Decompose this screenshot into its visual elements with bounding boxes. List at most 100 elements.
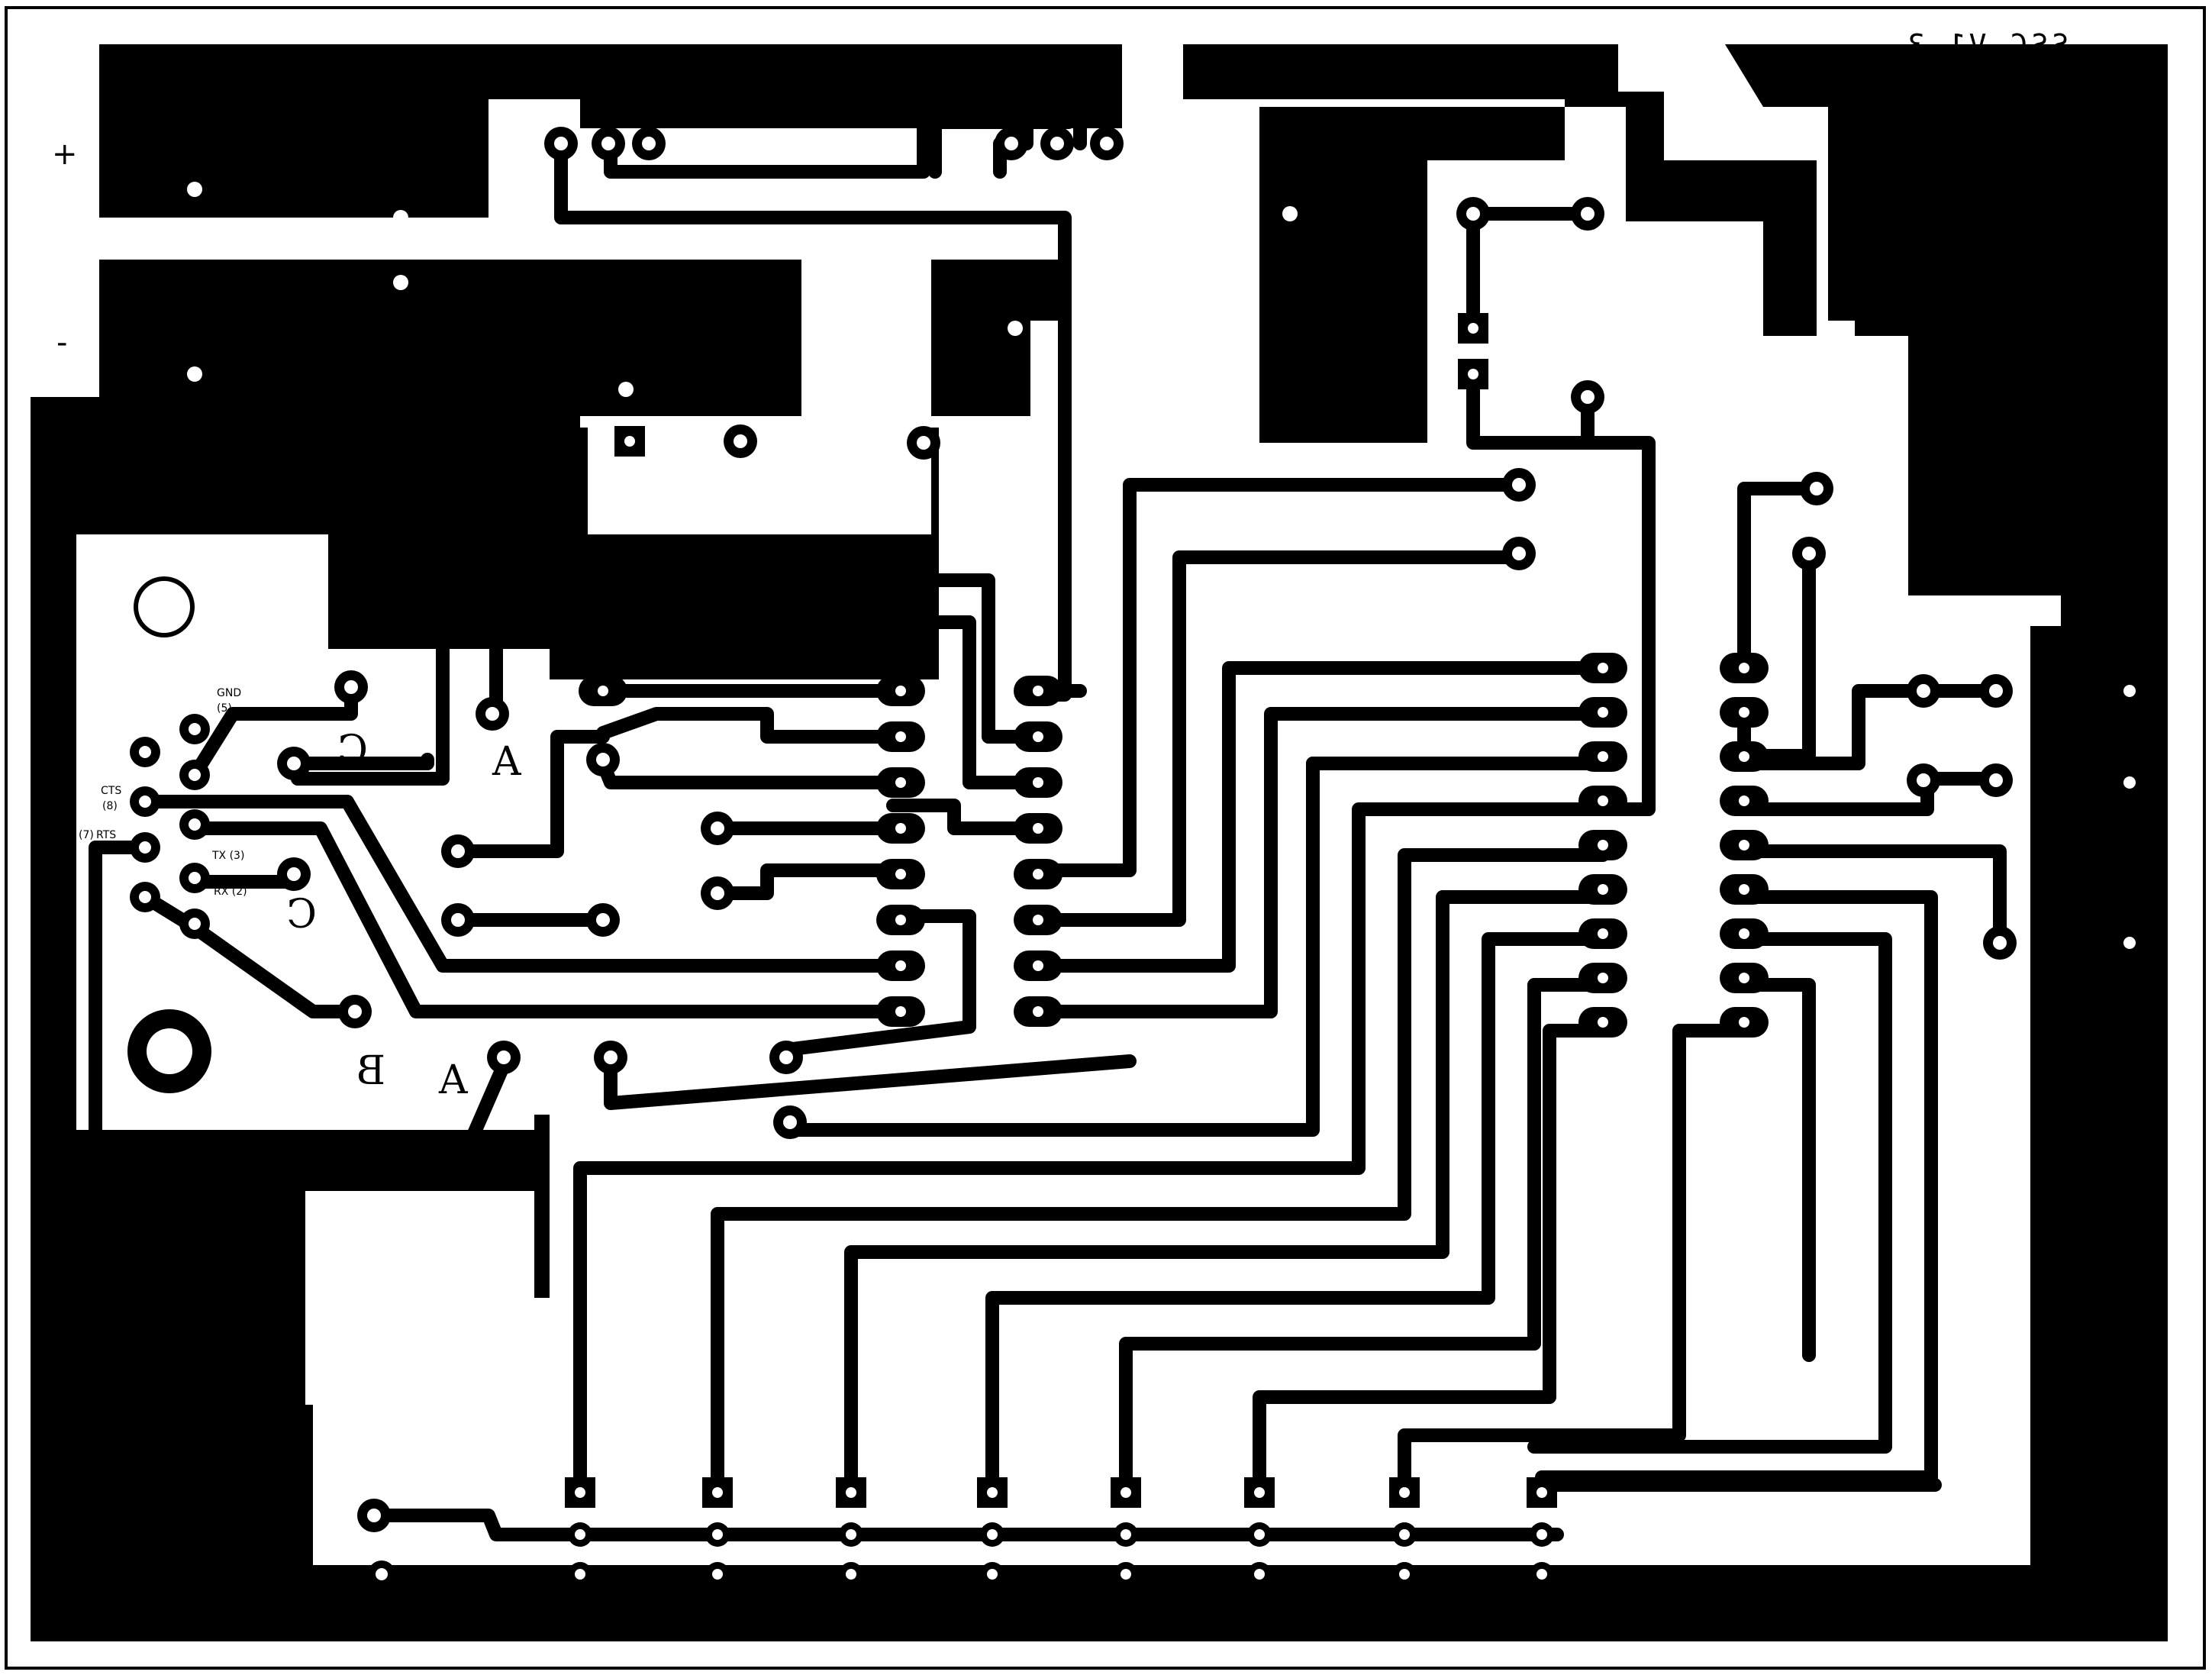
pad-hole	[451, 913, 465, 927]
pad-hole	[189, 723, 201, 735]
pad-hole	[1536, 1529, 1547, 1540]
trace-chip1-10	[192, 821, 908, 1018]
via-hole	[1282, 206, 1298, 221]
pad-hole	[1598, 973, 1608, 983]
pad-hole	[554, 137, 568, 150]
pad-hole	[139, 746, 151, 758]
pour-upper-wedge	[1725, 44, 2168, 107]
pad-hole	[138, 581, 190, 633]
pad-hole	[642, 137, 656, 150]
pad-hole	[575, 1569, 585, 1580]
clearance-header-row	[550, 1519, 2030, 1565]
pad-hole	[575, 1487, 585, 1498]
pad-hole	[846, 1487, 856, 1498]
pad-hole	[895, 960, 906, 971]
pad-hole	[1121, 1569, 1131, 1580]
pour-right-side	[2030, 626, 2168, 1641]
trace-p2-5	[1737, 844, 2007, 946]
pad-hole	[485, 707, 499, 721]
trace-p2-1	[1737, 482, 1823, 675]
pad-hole	[712, 1487, 723, 1498]
pad-hole	[987, 1569, 998, 1580]
pad-hole	[1254, 1487, 1265, 1498]
pads	[127, 127, 2143, 1588]
trace-bl	[367, 1509, 1564, 1541]
trace-bus-2	[291, 573, 1045, 786]
pour-lower-left	[31, 1130, 550, 1641]
pad-hole	[189, 769, 201, 781]
trace-chip-r1	[1031, 661, 1610, 973]
power-plus-label: +	[52, 137, 78, 172]
trace-r2	[1031, 550, 1526, 927]
trace-reg2-b	[928, 89, 1033, 179]
pad-hole	[1512, 547, 1526, 560]
pad-hole	[1598, 663, 1608, 673]
pad-hole	[287, 757, 301, 770]
pad-hole	[1399, 1529, 1410, 1540]
pin-label-rx: RX (2)	[214, 886, 247, 898]
credit-line3: HVLabs.com	[1863, 120, 2069, 153]
pad-hole	[1512, 478, 1526, 492]
jumper-label-b-top: B	[362, 612, 391, 657]
trace-chip-r5	[711, 848, 1610, 1503]
pad-hole	[575, 1529, 585, 1540]
pad-hole	[601, 137, 615, 150]
pad-hole	[1033, 686, 1043, 696]
pad-hole	[598, 686, 608, 696]
pad-hole	[189, 918, 201, 930]
pad-hole	[1033, 915, 1043, 925]
trace-bus-4	[886, 799, 1045, 835]
via-hole	[187, 182, 202, 197]
pad-hole	[1989, 773, 2003, 787]
labels: SSC V1.3 Designed by O.Hunt HVLabs.com +…	[52, 28, 2160, 1103]
pad-hole	[596, 753, 610, 766]
trace-p2-2	[1737, 547, 1816, 763]
pad-hole	[139, 796, 151, 808]
pad-hole	[987, 1529, 998, 1540]
pad-hole	[895, 777, 906, 788]
pour-top-center	[1183, 44, 1618, 99]
pad-hole	[895, 915, 906, 925]
pad-hole	[1810, 482, 1823, 495]
clearance-mid-block	[1427, 160, 1565, 443]
pad-hole	[1581, 207, 1595, 221]
pad-hole	[1121, 1529, 1131, 1540]
pad-hole	[1739, 796, 1749, 806]
pad-hole	[287, 867, 301, 881]
pad-hole	[895, 731, 906, 742]
pad-hole	[1739, 884, 1749, 895]
pad-hole	[917, 436, 930, 450]
pad-hole	[604, 1051, 617, 1064]
credit-line1: SSC V1.3	[1904, 28, 2069, 62]
pad-hole	[779, 1051, 793, 1064]
pad-hole	[189, 818, 201, 831]
trace-chip1-6	[451, 730, 610, 858]
via-hole	[393, 210, 408, 225]
pad-hole	[712, 1569, 723, 1580]
trace-p2-7	[1527, 932, 1892, 1454]
pad-hole	[783, 1115, 797, 1129]
pad-hole	[1598, 884, 1608, 895]
pad-hole	[1004, 137, 1018, 150]
pad-hole	[1536, 1569, 1547, 1580]
pad-hole	[624, 436, 635, 447]
via-hole	[618, 382, 634, 397]
pad-hole	[1739, 707, 1749, 718]
trace-r1	[1031, 478, 1526, 877]
pad-hole	[1917, 684, 1930, 698]
via-hole	[187, 366, 202, 382]
pin-label-gnd: GND	[217, 687, 241, 699]
pad-hole	[139, 841, 151, 854]
pad-hole	[895, 686, 906, 696]
trace-conn-rts	[89, 841, 511, 1160]
credit-line2: Designed by O.Hunt	[1791, 71, 2160, 105]
pad-hole	[1581, 390, 1595, 404]
pad-hole	[1033, 869, 1043, 879]
pad-hole	[1917, 773, 1930, 787]
pad-hole	[1739, 663, 1749, 673]
trace-conn-b	[138, 890, 362, 1018]
trace-bus-3	[489, 615, 1045, 789]
pad-hole	[1033, 1006, 1043, 1017]
pad-hole	[712, 1529, 723, 1540]
